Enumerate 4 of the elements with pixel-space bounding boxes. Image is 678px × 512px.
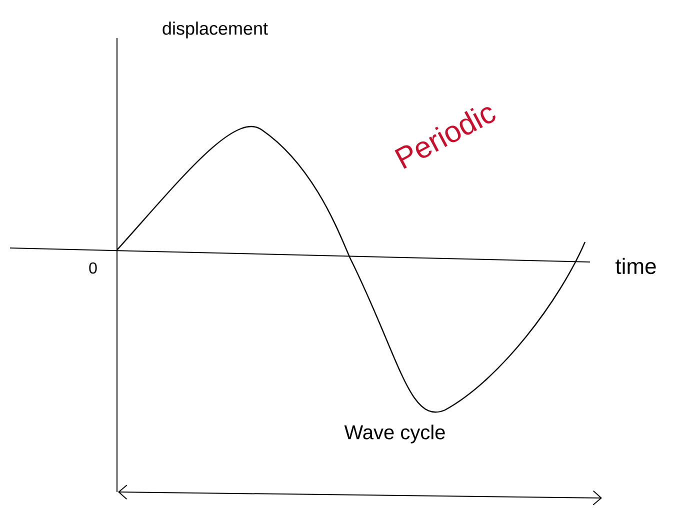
dimension-label: Wave cycle [344,424,445,444]
axis-label: displacement [162,22,268,38]
origin-label: 0 [89,262,97,274]
axis-label: time [616,258,656,274]
